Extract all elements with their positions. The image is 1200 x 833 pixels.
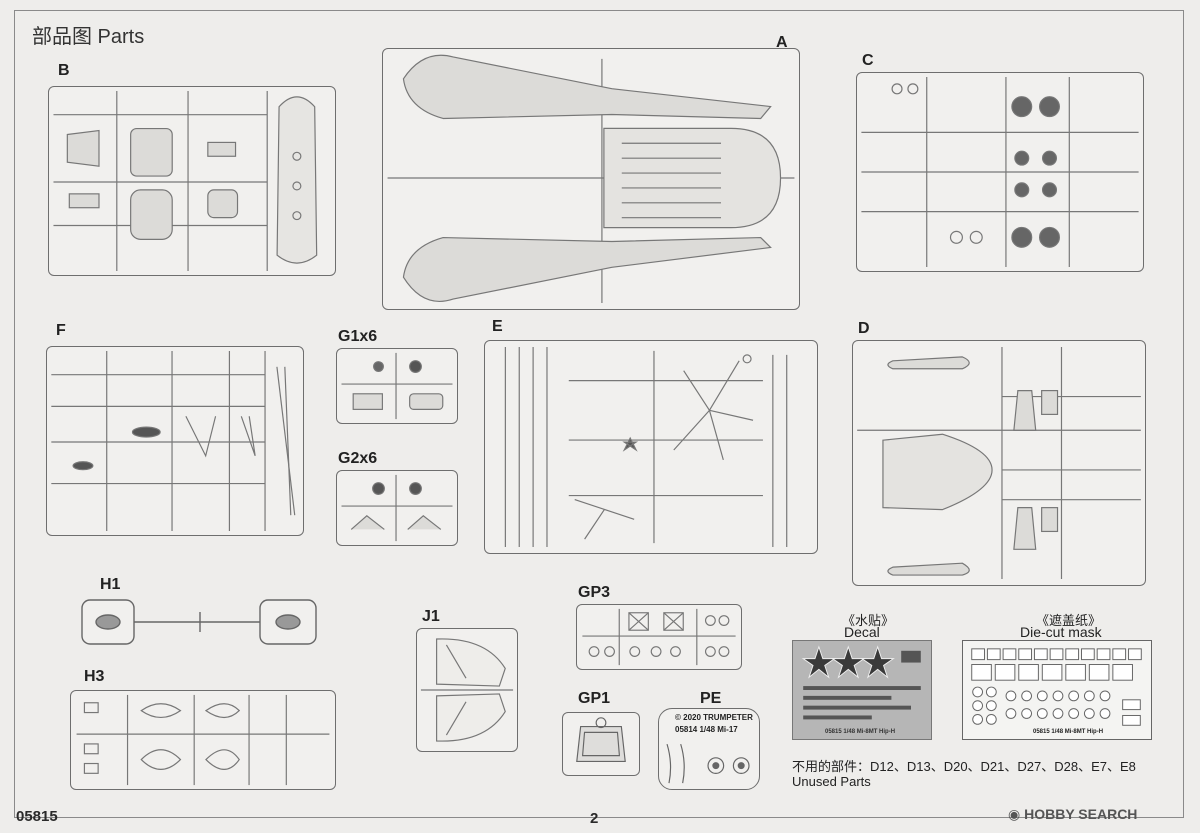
sprue-gp3-drawing [582, 608, 736, 666]
sprue-g1 [336, 348, 458, 424]
sprue-a-drawing [387, 54, 795, 304]
sprue-h1 [80, 598, 320, 646]
sprue-j1 [416, 628, 518, 752]
sprue-label-b: B [58, 62, 70, 79]
sprue-label-e: E [492, 318, 503, 335]
mask-title-en: Die-cut mask [1020, 624, 1102, 640]
sprue-gp1 [562, 712, 640, 776]
mask-pieces [971, 648, 1142, 726]
sprue-label-h1: H1 [100, 576, 121, 593]
unused-parts-list: 不用的部件：D12、D13、D20、D21、D27、D28、E7、E8 [792, 759, 1136, 774]
sprue-g2 [336, 470, 458, 546]
sprue-h1-drawing [81, 599, 317, 645]
product-code: 05815 [16, 808, 58, 825]
sprue-e-drawing [504, 346, 788, 548]
sprue-c-drawing [861, 76, 1139, 268]
page-title: 部品图 Parts [32, 26, 145, 48]
sprue-h3-drawing [76, 694, 330, 786]
sprue-f-drawing [51, 350, 296, 532]
mask-title-cn: 《遮盖纸》 [1036, 613, 1102, 628]
sprue-label-pe: PE [700, 690, 722, 707]
sprue-label-g1: G1x6 [338, 328, 378, 345]
sprue-d-drawing [857, 346, 1141, 580]
sprue-pe-drawing [666, 743, 750, 784]
unused-parts-label: Unused Parts [792, 774, 871, 789]
watermark-logo-icon: ◉ [1008, 806, 1025, 822]
sprue-g1-drawing [341, 352, 453, 420]
mask-sheet: 05815 1/48 Mi-8MT Hip-H [962, 640, 1152, 740]
sprue-gp1-drawing [576, 717, 626, 763]
sprue-label-h3: H3 [84, 668, 105, 685]
decal-title-en: Decal [844, 624, 880, 640]
sprue-gp3 [576, 604, 742, 670]
decal-stars [801, 645, 921, 720]
sprue-label-a: A [776, 34, 788, 51]
sprue-a [382, 48, 800, 310]
decal-caption: 05815 1/48 Mi-8MT Hip-H [825, 729, 896, 735]
sprue-label-gp1: GP1 [578, 690, 611, 707]
sprue-label-gp3: GP3 [578, 584, 611, 601]
sprue-b [48, 86, 336, 276]
sprue-c [856, 72, 1144, 272]
sprue-d [852, 340, 1146, 586]
mask-caption: 05815 1/48 Mi-8MT Hip-H [1033, 729, 1104, 735]
decal-sheet: 05815 1/48 Mi-8MT Hip-H [792, 640, 932, 740]
page-number: 2 [590, 810, 599, 827]
sprue-f [46, 346, 304, 536]
page-border [14, 10, 1184, 818]
pe-kit-info: 05814 1/48 Mi-17 [675, 725, 738, 734]
sprue-b-drawing [53, 90, 318, 272]
watermark-text: HOBBY SEARCH [1024, 806, 1138, 822]
watermark: ◉ HOBBY SEARCH [1008, 806, 1137, 823]
decal-title-cn: 《水贴》 [842, 613, 895, 628]
sprue-label-j1: J1 [422, 608, 440, 625]
sprue-label-d: D [858, 320, 870, 337]
sprue-h3 [70, 690, 336, 790]
sprue-label-f: F [56, 322, 66, 339]
pe-copyright: © 2020 TRUMPETER [675, 713, 753, 722]
sprue-j1-drawing [420, 638, 514, 742]
sprue-e [484, 340, 818, 554]
sprue-g2-drawing [341, 474, 453, 542]
sprue-label-g2: G2x6 [338, 450, 378, 467]
sprue-pe: © 2020 TRUMPETER 05814 1/48 Mi-17 [658, 708, 760, 790]
sprue-label-c: C [862, 52, 874, 69]
